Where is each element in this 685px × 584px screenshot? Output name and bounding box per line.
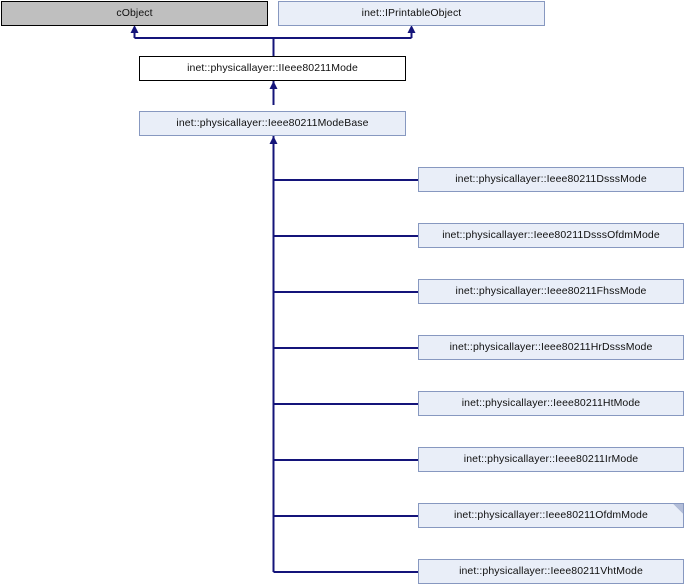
class-node-ieee80211dsssofdmmode[interactable]: inet::physicallayer::Ieee80211DsssOfdmMo…	[418, 223, 684, 248]
class-node-label: cObject	[116, 7, 153, 19]
class-node-label: inet::physicallayer::Ieee80211HrDsssMode	[449, 341, 653, 353]
class-node-label: inet::physicallayer::Ieee80211IrMode	[463, 453, 639, 465]
class-node-label: inet::physicallayer::Ieee80211DsssOfdmMo…	[442, 229, 660, 241]
class-node-label: inet::physicallayer::Ieee80211HtMode	[461, 397, 641, 409]
class-node-iprintableobject[interactable]: inet::IPrintableObject	[278, 1, 545, 26]
class-node-label: inet::physicallayer::Ieee80211VhtMode	[459, 565, 643, 577]
class-node-ieee80211irmode[interactable]: inet::physicallayer::Ieee80211IrMode	[418, 447, 684, 472]
class-node-cobject[interactable]: cObject	[1, 1, 268, 26]
class-node-label: inet::IPrintableObject	[361, 7, 462, 19]
class-node-ieee80211modebase[interactable]: inet::physicallayer::Ieee80211ModeBase	[139, 111, 406, 136]
class-node-label: inet::physicallayer::Ieee80211DsssMode	[455, 173, 647, 185]
class-node-ieee80211ofdmmode[interactable]: inet::physicallayer::Ieee80211OfdmMode	[418, 503, 684, 528]
class-node-iieee80211mode[interactable]: inet::physicallayer::IIeee80211Mode	[139, 56, 406, 81]
class-node-label: inet::physicallayer::IIeee80211Mode	[187, 62, 358, 74]
class-node-label: inet::physicallayer::Ieee80211FhssMode	[455, 285, 647, 297]
class-node-label: inet::physicallayer::Ieee80211OfdmMode	[454, 509, 648, 521]
class-node-ieee80211hrdsssmode[interactable]: inet::physicallayer::Ieee80211HrDsssMode	[418, 335, 684, 360]
arrowhead-iprintableobject	[407, 25, 416, 33]
class-node-label: inet::physicallayer::Ieee80211ModeBase	[176, 117, 369, 129]
arrowhead-iieee80211mode	[269, 81, 278, 89]
class-node-ieee80211htmode[interactable]: inet::physicallayer::Ieee80211HtMode	[418, 391, 684, 416]
class-node-ieee80211fhssmode[interactable]: inet::physicallayer::Ieee80211FhssMode	[418, 279, 684, 304]
arrowhead-modebase	[269, 136, 278, 144]
class-node-ieee80211vhtmode[interactable]: inet::physicallayer::Ieee80211VhtMode	[418, 559, 684, 584]
class-node-ieee80211dsssmode[interactable]: inet::physicallayer::Ieee80211DsssMode	[418, 167, 684, 192]
arrowhead-cobject	[130, 25, 139, 33]
